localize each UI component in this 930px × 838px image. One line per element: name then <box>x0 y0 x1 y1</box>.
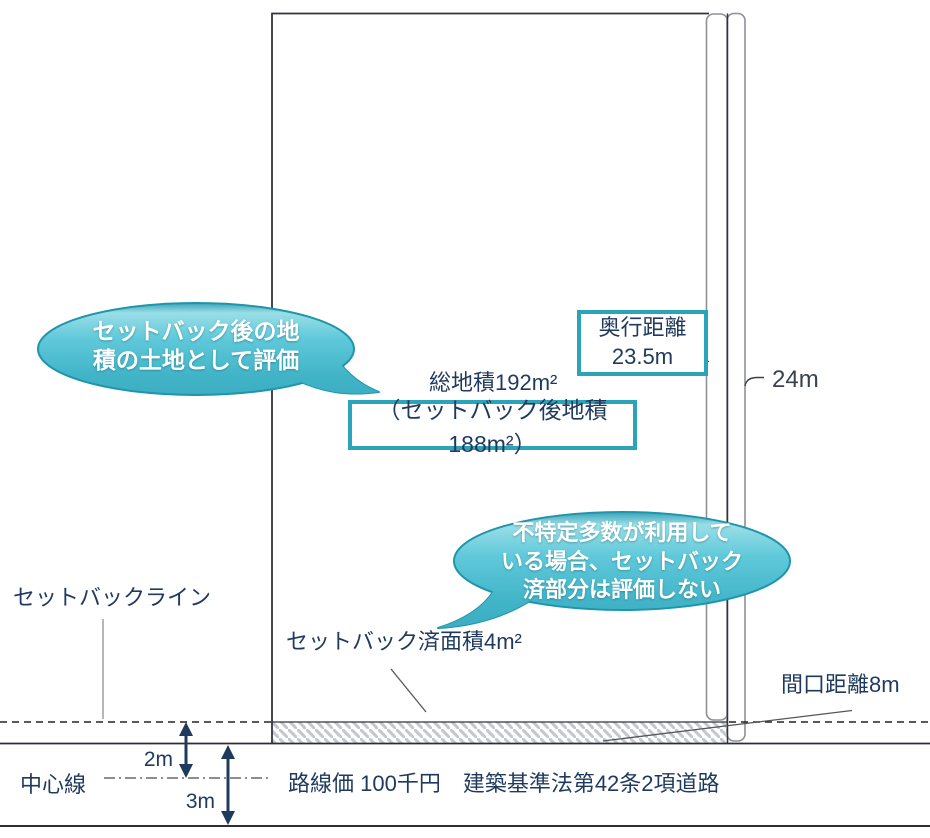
callout-right-bubble <box>437 511 791 629</box>
callout-left-line1: セットバック後の地 <box>92 318 300 344</box>
callout-right-text: 不特定多数が利用して いる場合、セットバック 済部分は評価しない <box>462 519 782 605</box>
after-setback-area-value: （セットバック後地積188m²） <box>377 397 608 457</box>
depth-box: 奥行距離 23.5m <box>577 310 708 376</box>
side-dimension-label: 24m <box>772 366 819 393</box>
callout-left-text: セットバック後の地 積の土地として評価 <box>36 317 356 376</box>
road-info-label: 路線価 100千円 建築基準法第42条2項道路 <box>288 771 720 796</box>
frontage-leader <box>602 709 853 742</box>
total-area-label: 総地積192m² <box>429 370 558 395</box>
callout-right-line2: いる場合、セットバック <box>500 548 743 574</box>
frontage-label: 間口距離8m <box>781 672 900 697</box>
callout-left-line2: 積の土地として評価 <box>92 347 300 374</box>
road-width-label: 3m <box>185 790 215 813</box>
setback-area-leader <box>390 668 427 713</box>
setback-area-label: セットバック済面積4m² <box>286 629 522 654</box>
land-plot-outline <box>271 12 709 743</box>
callout-right-line3: 済部分は評価しない <box>522 577 721 603</box>
center-to-setback-label: 2m <box>143 748 173 771</box>
after-setback-area-box: （セットバック後地積188m²） <box>348 397 637 457</box>
depth-value: 23.5m <box>611 344 674 369</box>
dim-24m-tick <box>744 376 764 387</box>
arrow-3m <box>221 745 235 825</box>
setback-line-label: セットバックライン <box>13 585 212 610</box>
callout-right-line1: 不特定多数が利用して <box>512 520 732 545</box>
center-line-label: 中心線 <box>20 772 87 797</box>
setback-hatch-strip <box>272 722 728 743</box>
depth-label: 奥行距離 <box>598 315 687 341</box>
side-strip-inner <box>705 13 729 721</box>
side-strip-outer <box>726 12 746 742</box>
callout-left-bubble <box>37 302 380 396</box>
arrow-2m <box>179 722 193 778</box>
